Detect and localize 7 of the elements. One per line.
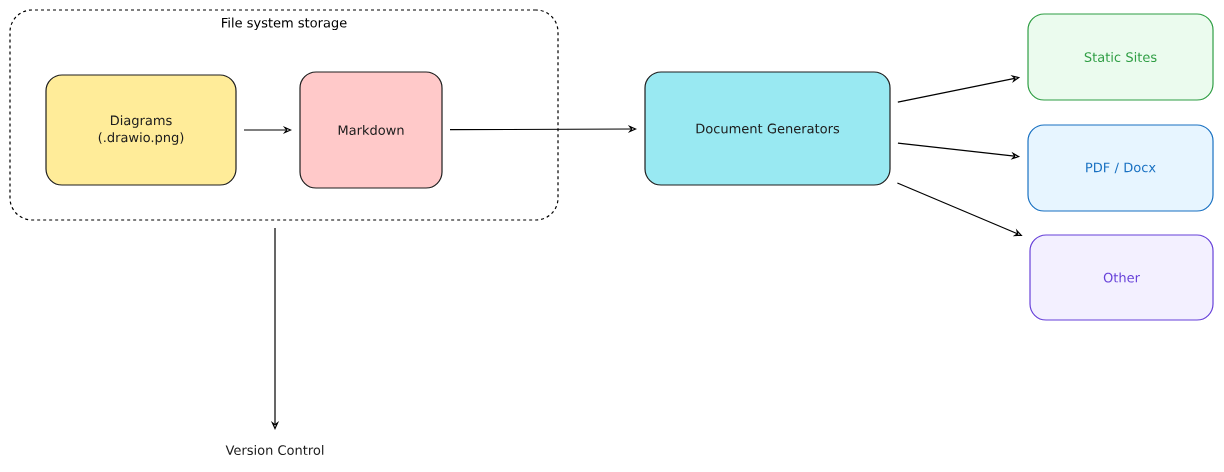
process-box: Document Generators bbox=[644, 71, 891, 186]
process-box: Other bbox=[1029, 234, 1214, 321]
node-label: Version Control bbox=[225, 444, 324, 456]
process-box: Diagrams (.drawio.png) bbox=[45, 74, 237, 186]
process-box: Markdown bbox=[299, 71, 443, 189]
process-box: PDF / Docx bbox=[1027, 124, 1214, 212]
process-box: Static Sites bbox=[1027, 13, 1214, 101]
